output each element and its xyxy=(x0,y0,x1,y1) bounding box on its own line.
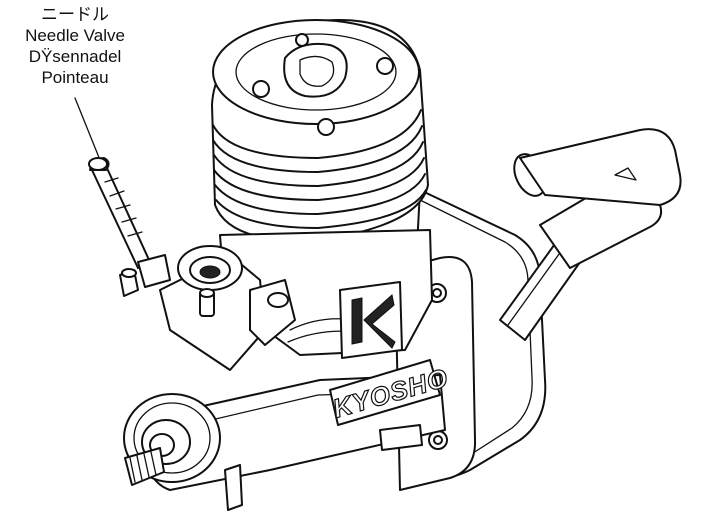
callout-label-french: Pointeau xyxy=(41,68,109,87)
callout-label-german: DŸsennadel xyxy=(28,47,122,66)
cylinder-head xyxy=(211,19,429,242)
callout-leader-line xyxy=(74,97,101,161)
carburetor xyxy=(159,245,296,371)
brand-plate xyxy=(329,359,441,426)
callout-label-japanese: ニードル xyxy=(41,5,109,24)
crankshaft-thread xyxy=(124,447,165,486)
needle-valve xyxy=(88,157,171,297)
mount-tab xyxy=(224,464,243,511)
needle-valve-callout-label: ニードル Needle Valve DŸsennadel Pointeau xyxy=(0,4,150,88)
starter-handle xyxy=(499,128,682,341)
callout-label-english: Needle Valve xyxy=(25,26,125,45)
